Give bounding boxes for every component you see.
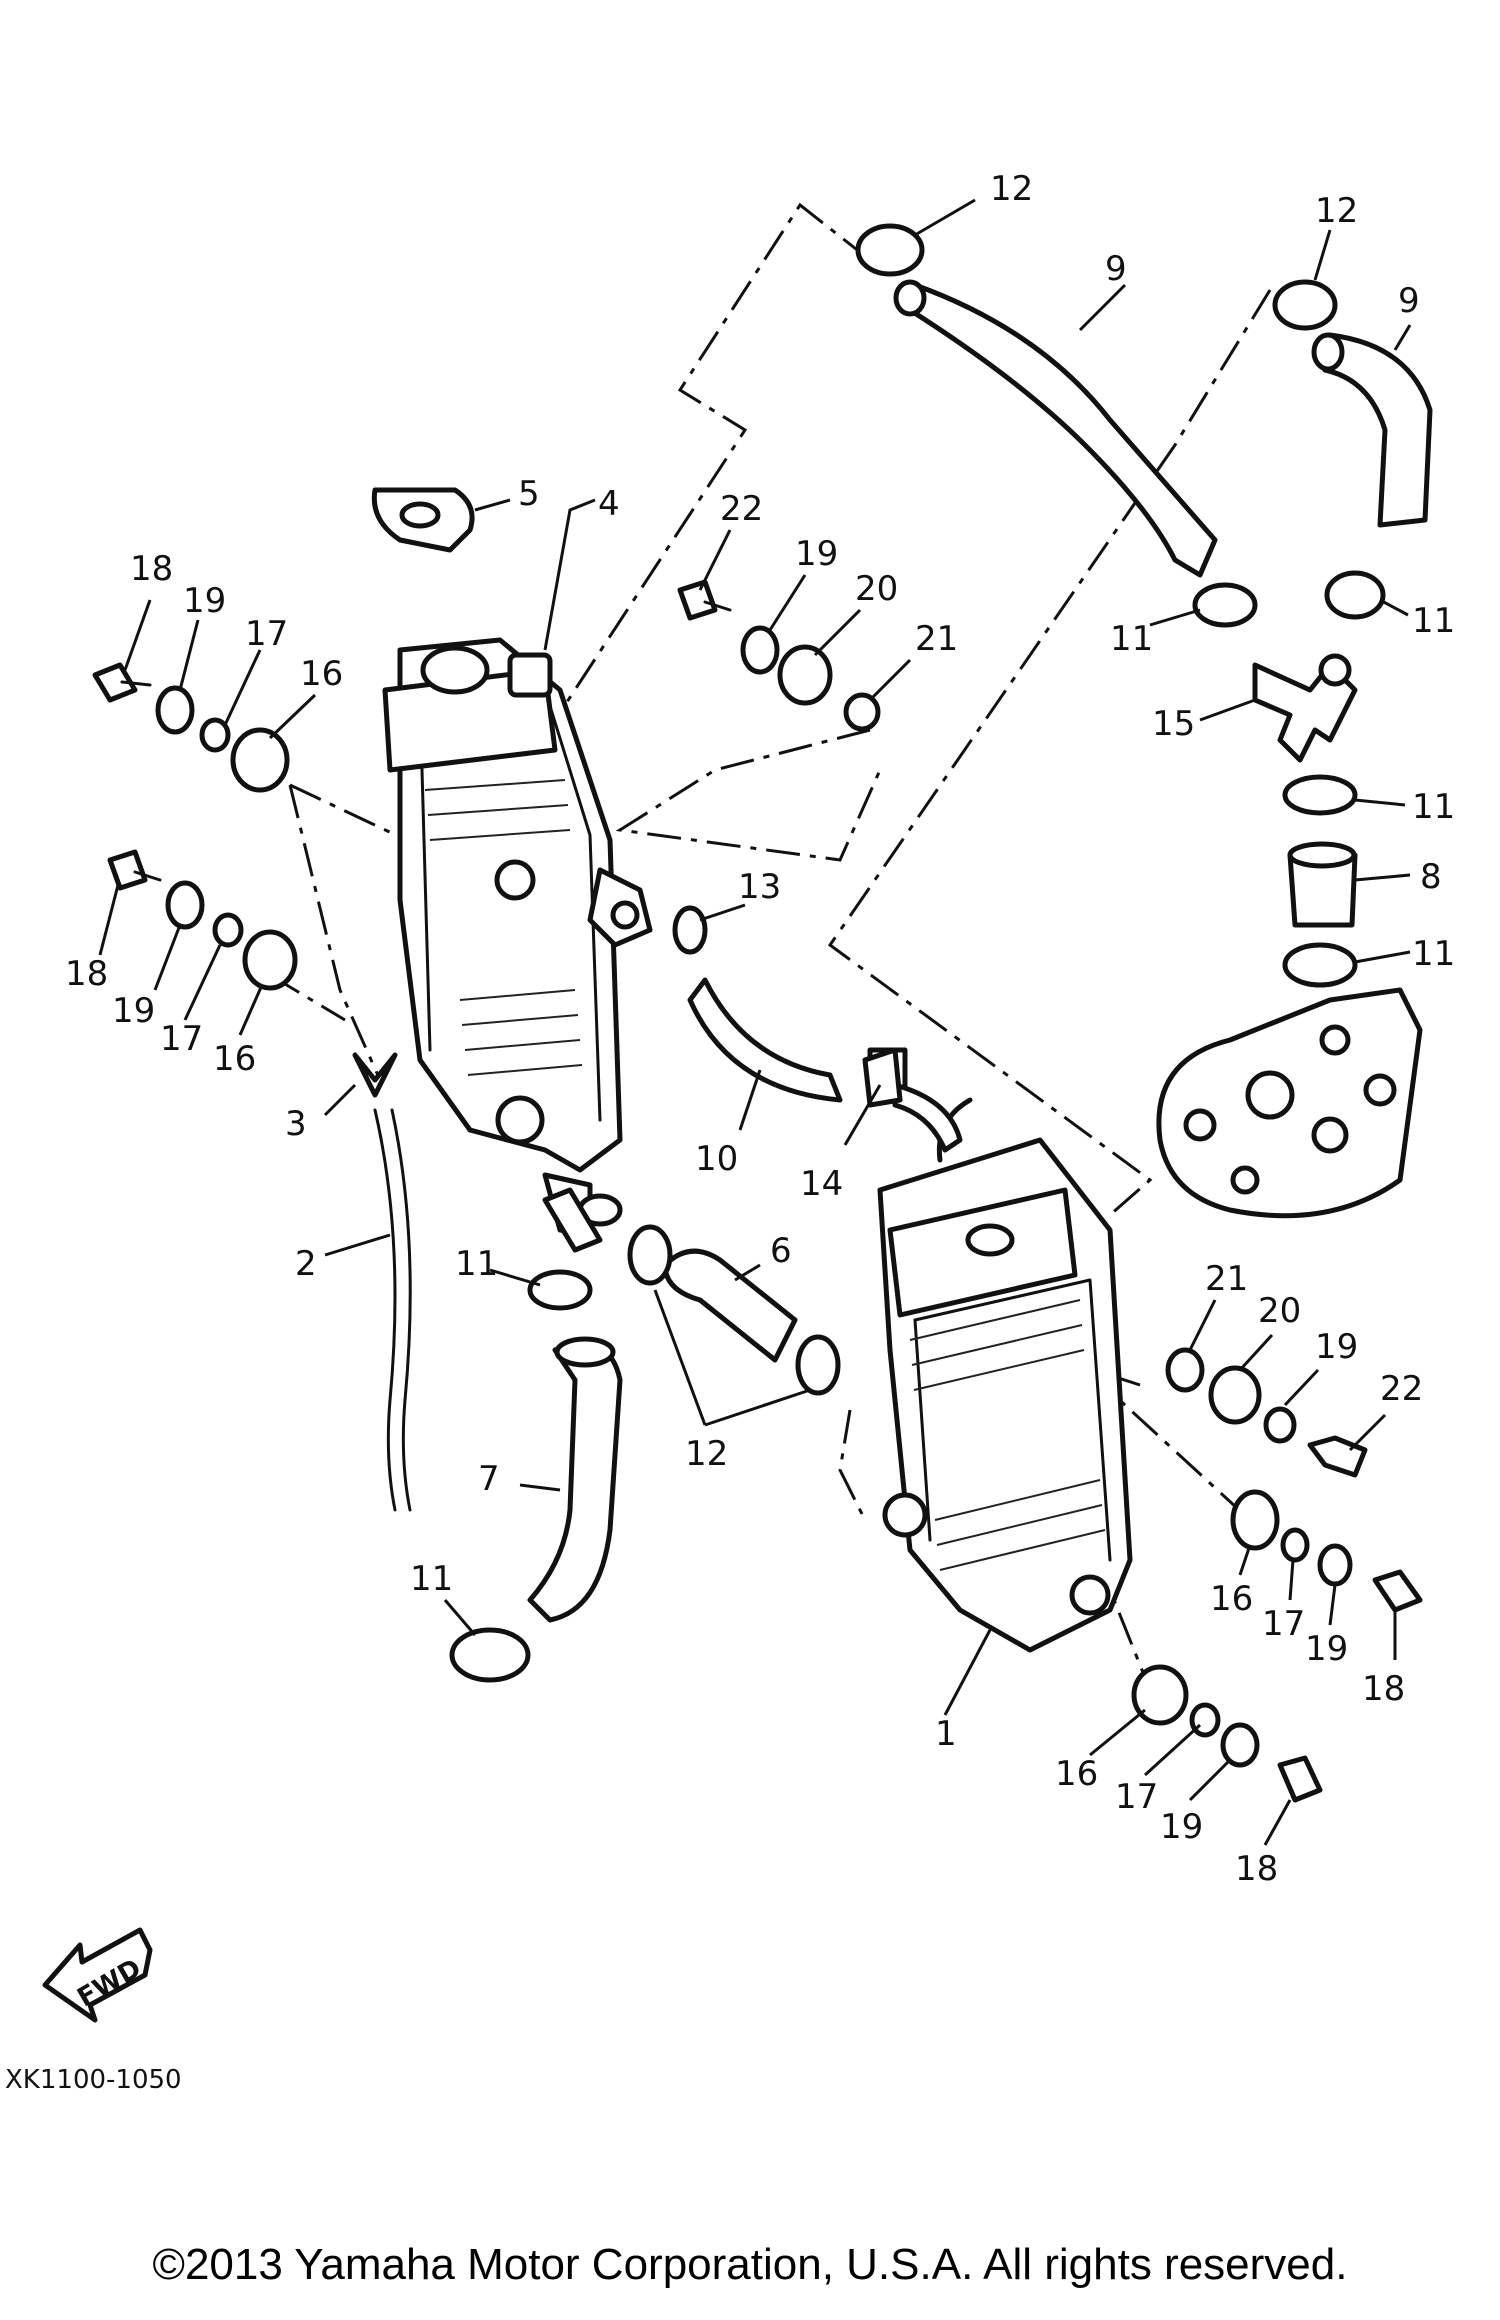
- callout-9: 9: [1105, 249, 1127, 289]
- cylinder-head: [1156, 987, 1423, 1219]
- callout-16: 16: [300, 654, 343, 694]
- hose-7: [527, 1336, 623, 1623]
- callout-11: 11: [1412, 934, 1455, 974]
- callout-12: 12: [990, 169, 1033, 209]
- upper-hose-left: [893, 279, 1218, 578]
- callout-18: 18: [1362, 1669, 1405, 1709]
- callout-22: 22: [1380, 1369, 1423, 1409]
- callout-19: 19: [1305, 1629, 1348, 1669]
- callout-2: 2: [295, 1244, 317, 1284]
- right-radiator: [877, 1097, 1133, 1653]
- radiator-cap: [371, 487, 475, 553]
- left-radiator: [382, 637, 653, 1238]
- callout-22: 22: [720, 489, 763, 529]
- callout-20: 20: [855, 569, 898, 609]
- callout-10: 10: [695, 1139, 738, 1179]
- callout-17: 17: [245, 614, 288, 654]
- callout-18: 18: [65, 954, 108, 994]
- callout-8: 8: [1420, 857, 1442, 897]
- callout-11: 11: [410, 1559, 453, 1599]
- fasteners: [92, 579, 1423, 1803]
- callout-11: 11: [1412, 601, 1455, 641]
- callout-17: 17: [1262, 1604, 1305, 1644]
- callout-4: 4: [598, 484, 620, 524]
- callout-labels: 12 9 12 9 5 4 22 19 20 21 18 19 17 16 11…: [65, 169, 1455, 1889]
- callout-6: 6: [770, 1231, 792, 1271]
- callout-19: 19: [1160, 1807, 1203, 1847]
- fwd-arrow-icon: FWD: [42, 1927, 153, 2023]
- hose-8: [1287, 841, 1358, 928]
- hose-6: [662, 1248, 798, 1363]
- callout-18: 18: [1235, 1849, 1278, 1889]
- callout-13: 13: [738, 867, 781, 907]
- leader-lines: [98, 198, 1412, 1846]
- hose-10: [687, 977, 963, 1153]
- callout-19: 19: [1315, 1327, 1358, 1367]
- callout-16: 16: [1210, 1579, 1253, 1619]
- filler-neck-icon: [420, 645, 490, 695]
- callout-11: 11: [1110, 619, 1153, 659]
- callout-20: 20: [1258, 1291, 1301, 1331]
- clamps: [352, 223, 1386, 1683]
- callout-12: 12: [1315, 191, 1358, 231]
- callout-3: 3: [285, 1104, 307, 1144]
- callout-19: 19: [112, 991, 155, 1031]
- callout-9: 9: [1398, 281, 1420, 321]
- callout-12: 12: [685, 1434, 728, 1474]
- callout-1: 1: [935, 1714, 957, 1754]
- callout-19: 19: [183, 581, 226, 621]
- callout-15: 15: [1152, 704, 1195, 744]
- upper-hose-right: [1311, 332, 1433, 528]
- hose-2: [373, 1108, 412, 1512]
- callout-17: 17: [1115, 1777, 1158, 1817]
- joint-hose-15: [1252, 653, 1358, 763]
- callout-5: 5: [518, 474, 540, 514]
- callout-21: 21: [1205, 1259, 1248, 1299]
- copyright-notice: ©2013 Yamaha Motor Corporation, U.S.A. A…: [152, 2240, 1348, 2289]
- callout-18: 18: [130, 549, 173, 589]
- callout-16: 16: [213, 1039, 256, 1079]
- callout-11: 11: [1412, 787, 1455, 827]
- callout-17: 17: [160, 1019, 203, 1059]
- outlet-pipe: [542, 1187, 603, 1253]
- callout-7: 7: [478, 1459, 500, 1499]
- drawing-code: XK1100-1050: [5, 2065, 182, 2095]
- callout-21: 21: [915, 619, 958, 659]
- callout-14: 14: [800, 1164, 843, 1204]
- callout-16: 16: [1055, 1754, 1098, 1794]
- callout-11: 11: [455, 1244, 498, 1284]
- callout-19: 19: [795, 534, 838, 574]
